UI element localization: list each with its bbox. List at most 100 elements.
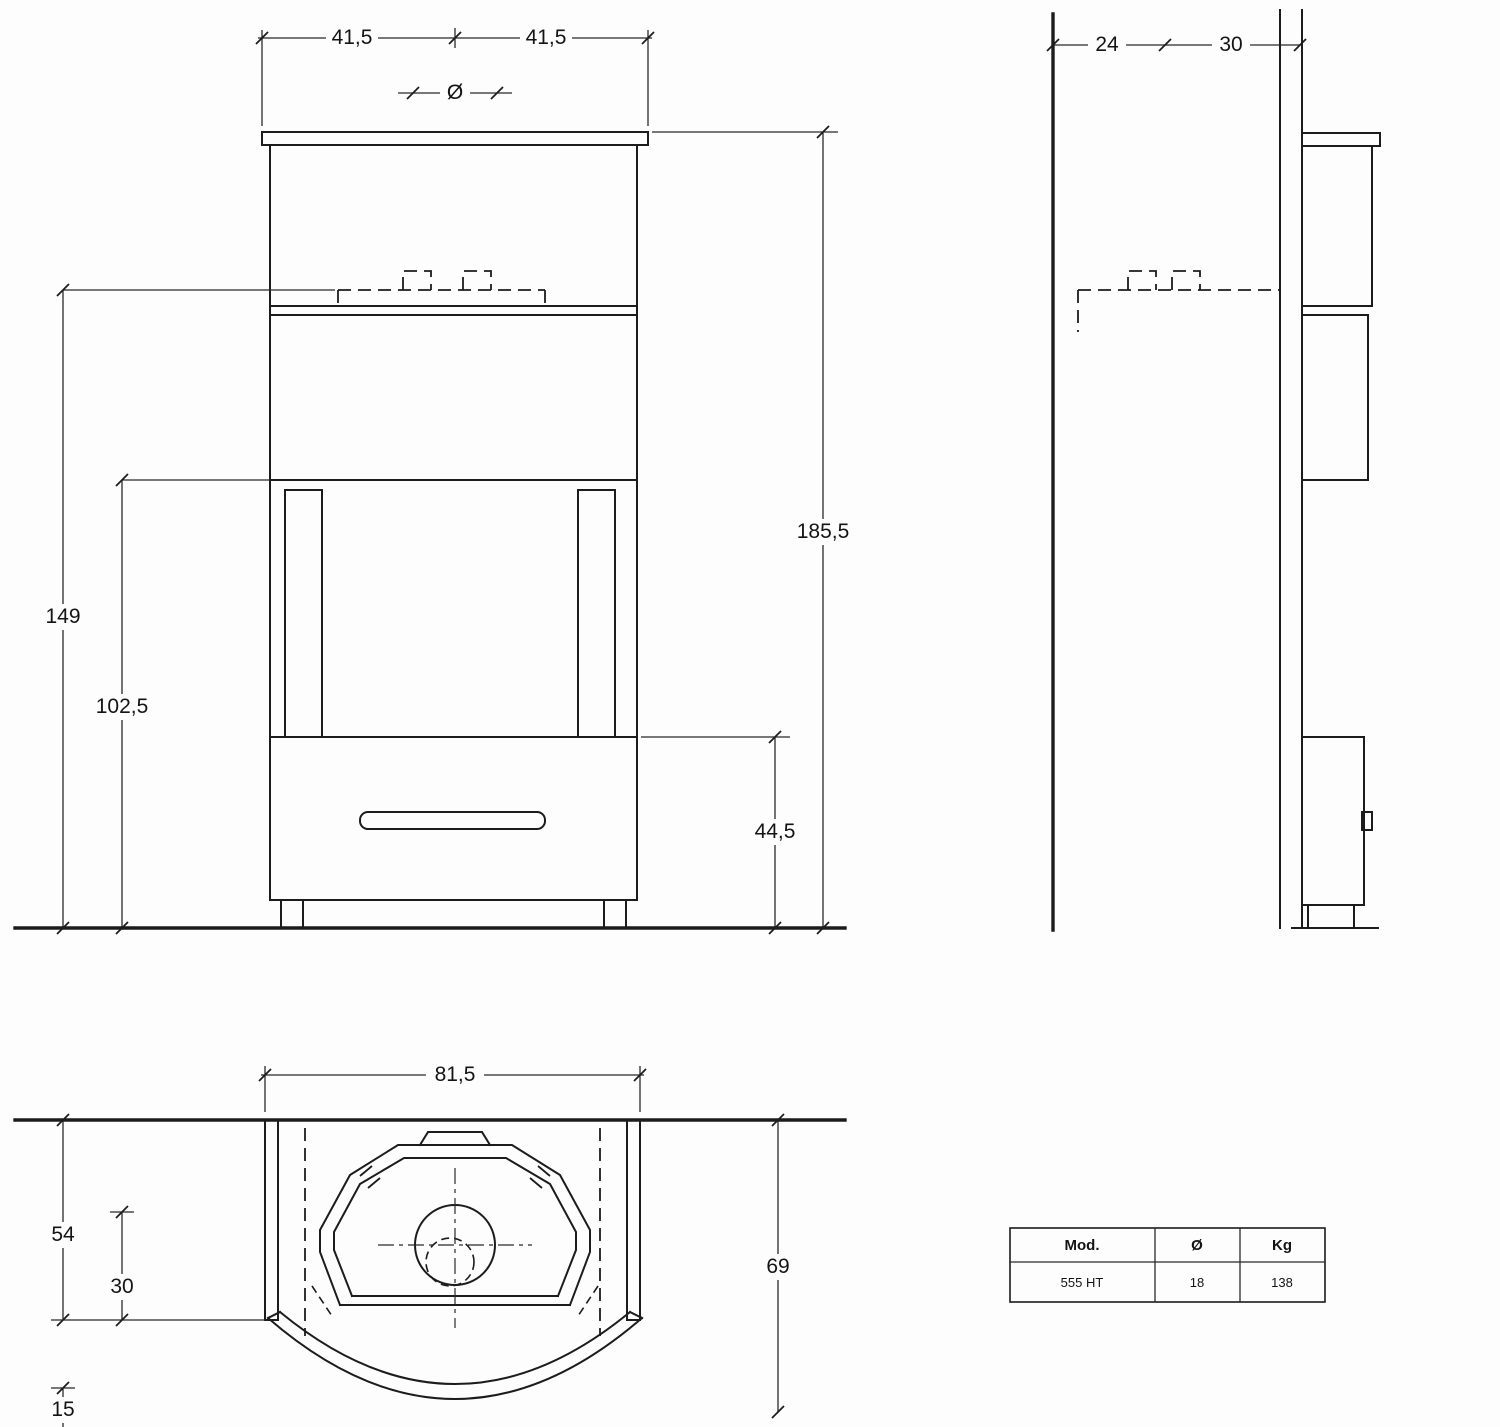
dim-tick xyxy=(115,1313,129,1327)
table-cell-model: 555 HT xyxy=(1061,1275,1104,1290)
octagon-outer xyxy=(319,1144,591,1307)
dim-tick xyxy=(115,473,129,487)
curved-door-outer xyxy=(266,1316,644,1400)
label-bg xyxy=(1088,32,1126,58)
spec-table: Mod. Ø Kg 555 HT 18 138 xyxy=(1009,1227,1326,1303)
dim-label-diameter: Ø xyxy=(447,81,463,104)
dim-tick xyxy=(771,1405,785,1419)
flue-clamp-left xyxy=(402,270,432,290)
flue-clamp-right xyxy=(1171,270,1201,290)
flue-clamp-left xyxy=(1127,270,1157,290)
dim-tick xyxy=(816,125,830,139)
side-stove-profile xyxy=(1279,9,1381,929)
dim-label-24: 24 xyxy=(1095,33,1119,56)
hinge-left xyxy=(311,1285,333,1317)
label-bg xyxy=(520,25,572,51)
side-base xyxy=(1301,736,1365,906)
top-view: 81,5 xyxy=(13,1062,847,1427)
dim-tick xyxy=(258,1068,272,1082)
dim-tick xyxy=(641,31,655,45)
dim-top-30: 30 xyxy=(98,1205,146,1327)
clamp-mark xyxy=(367,1177,381,1189)
front-left-column xyxy=(284,489,323,738)
label-bg xyxy=(89,694,155,720)
label-bg xyxy=(746,819,804,845)
dim-tick xyxy=(1293,38,1307,52)
table-border xyxy=(1009,1227,1326,1303)
door-end-left xyxy=(266,1310,282,1320)
clamp-mark xyxy=(529,1177,543,1189)
dim-label-44-5: 44,5 xyxy=(755,820,796,843)
dim-label-30: 30 xyxy=(1219,33,1242,56)
dim-tick xyxy=(255,31,269,45)
dim-tick xyxy=(56,1381,70,1395)
dim-label-15: 15 xyxy=(51,1398,74,1421)
table-cell-weight: 138 xyxy=(1271,1275,1293,1290)
side-view: 24 30 xyxy=(1046,9,1381,932)
dim-label-41-5-right: 41,5 xyxy=(526,26,567,49)
label-bg xyxy=(752,1254,804,1280)
flue-collar-top xyxy=(418,1131,492,1147)
dim-tick xyxy=(115,1205,129,1219)
front-flue-hidden xyxy=(337,270,546,308)
dim-side-depths: 24 30 xyxy=(1046,32,1307,58)
dim-front-149: 149 xyxy=(37,283,335,935)
dim-tick xyxy=(406,86,420,100)
clamp-mark xyxy=(359,1165,373,1177)
flue-outlet-inner-circle xyxy=(425,1237,475,1287)
table-header-kg: Kg xyxy=(1272,1237,1292,1254)
front-drawer-handle xyxy=(359,811,546,830)
dim-front-top-width: 41,5 41,5 xyxy=(255,25,655,126)
dim-top-69: 69 xyxy=(752,1113,804,1419)
octagon-inner xyxy=(333,1157,577,1298)
dim-tick xyxy=(1158,38,1172,52)
flue-clamp-right xyxy=(462,270,492,290)
top-enclosure xyxy=(264,1119,641,1336)
dim-tick xyxy=(768,730,782,744)
front-right-column xyxy=(577,489,616,738)
front-top-cap xyxy=(261,131,649,146)
front-stove-outline xyxy=(261,131,649,929)
dim-label-185-5: 185,5 xyxy=(797,520,850,543)
dim-label-69: 69 xyxy=(766,1255,789,1278)
dim-top-width: 81,5 xyxy=(258,1062,647,1112)
curved-door-inner xyxy=(278,1310,632,1385)
table-header-mod: Mod. xyxy=(1065,1237,1100,1254)
side-foot xyxy=(1307,904,1355,929)
dim-tick xyxy=(1046,38,1060,52)
dim-top-15: 15 xyxy=(41,1381,85,1427)
dim-tick xyxy=(633,1068,647,1082)
label-bg xyxy=(41,1397,85,1423)
dim-tick xyxy=(490,86,504,100)
label-bg xyxy=(98,1274,146,1300)
label-bg xyxy=(326,25,378,51)
front-view: 41,5 41,5 Ø 149 102,5 xyxy=(13,25,857,935)
dim-tick xyxy=(56,1113,70,1127)
dim-label-54: 54 xyxy=(51,1223,75,1246)
dim-label-41-5-left: 41,5 xyxy=(332,26,373,49)
label-bg xyxy=(37,604,89,630)
side-handle-stub xyxy=(1361,811,1373,831)
dim-label-30-top: 30 xyxy=(110,1275,133,1298)
dim-front-102-5: 102,5 xyxy=(89,473,270,935)
dim-front-44-5: 44,5 xyxy=(641,730,804,935)
dim-front-185-5: 185,5 xyxy=(652,125,857,935)
dim-tick xyxy=(448,31,462,45)
dim-top-54: 54 xyxy=(39,1113,265,1327)
table-header-diameter: Ø xyxy=(1191,1237,1203,1254)
label-bg xyxy=(789,519,857,545)
clamp-mark xyxy=(537,1165,551,1177)
dim-label-102-5: 102,5 xyxy=(96,695,149,718)
label-bg xyxy=(39,1222,87,1248)
label-bg xyxy=(1212,32,1250,58)
label-bg xyxy=(440,80,470,106)
side-band xyxy=(1301,314,1369,481)
top-stove-body xyxy=(266,1131,644,1400)
dim-label-149: 149 xyxy=(45,605,80,628)
dim-label-81-5: 81,5 xyxy=(435,1063,476,1086)
side-hood-cap xyxy=(1301,132,1381,147)
label-bg xyxy=(426,1062,484,1088)
hinge-right xyxy=(577,1285,599,1317)
